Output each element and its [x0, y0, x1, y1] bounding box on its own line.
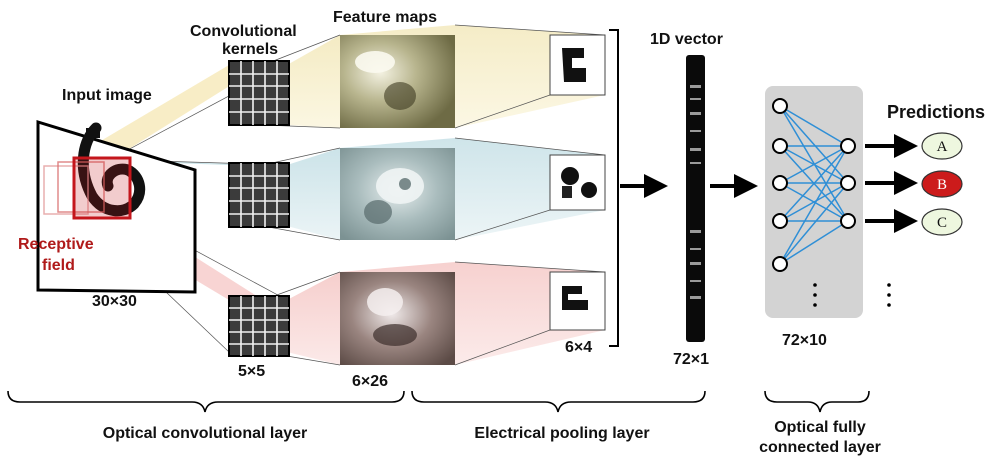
fc-layer — [765, 86, 891, 318]
section-electrical-pool: Electrical pooling layer — [474, 425, 649, 442]
receptive-field — [72, 156, 132, 220]
vector-1d — [686, 55, 705, 342]
fc-input-node — [772, 213, 788, 229]
prediction-c-label: C — [937, 215, 947, 231]
pooling-bracket — [609, 29, 619, 347]
feature-maps-title: Feature maps — [333, 9, 437, 26]
input-image: Receptive field — [18, 119, 197, 294]
receptive-field-ghost-2 — [57, 161, 105, 213]
fc-output-nodes — [840, 138, 856, 229]
section-braces — [7, 390, 870, 413]
prediction-a-label: A — [937, 139, 948, 155]
fc-input-node — [772, 98, 788, 114]
conv-kernels-title-2: kernels — [222, 41, 278, 58]
feature-map-1 — [340, 35, 455, 128]
input-glyph — [77, 122, 146, 217]
fc-input-node — [772, 256, 788, 272]
prediction-a-oval — [921, 132, 963, 160]
pooled-map-3 — [549, 271, 606, 331]
fc-output-node — [840, 175, 856, 191]
dim-kernel: 5×5 — [238, 363, 265, 380]
dim-feature-map: 6×26 — [352, 373, 388, 390]
feature-map-3 — [340, 272, 455, 365]
fc-ellipsis-dots — [813, 283, 891, 307]
feature-maps — [340, 35, 455, 365]
output-arrows — [865, 134, 918, 233]
beam-yellow-input — [82, 65, 263, 152]
vector-title: 1D vector — [650, 31, 723, 48]
section-optical-fc-1: Optical fully — [774, 419, 866, 436]
kernel-2 — [228, 162, 290, 228]
dim-input: 30×30 — [92, 293, 137, 310]
pooled-map-2 — [549, 154, 606, 211]
fc-input-node — [772, 175, 788, 191]
kernel-3 — [228, 295, 290, 357]
dim-pooled: 6×4 — [565, 339, 592, 356]
pooled-map-1 — [549, 34, 606, 96]
receptive-field-ghost-1 — [43, 165, 89, 215]
fc-input-nodes — [772, 98, 788, 272]
fc-output-node — [840, 138, 856, 154]
brace-optical-conv — [7, 390, 405, 413]
brace-electrical-pool — [411, 390, 706, 413]
dim-fc: 72×10 — [782, 332, 827, 349]
predictions-title: Predictions — [887, 102, 985, 122]
section-optical-conv: Optical convolutional layer — [103, 425, 308, 442]
pooled-maps — [549, 34, 606, 331]
receptive-label-2: field — [42, 257, 75, 274]
input-image-title: Input image — [62, 87, 152, 104]
receptive-label-1: Receptive — [18, 236, 94, 253]
fc-connections — [779, 105, 849, 265]
section-optical-fc-2: connected layer — [759, 439, 881, 456]
dim-vector: 72×1 — [673, 351, 709, 368]
prediction-b-oval — [921, 170, 963, 198]
kernel-1 — [228, 60, 290, 126]
conv-kernels-title-1: Convolutional — [190, 23, 297, 40]
prediction-b-label: B — [937, 177, 947, 193]
kernels — [228, 60, 290, 357]
feature-map-2 — [340, 148, 455, 240]
brace-optical-fc — [764, 390, 870, 413]
fc-input-node — [772, 138, 788, 154]
fc-output-node — [840, 213, 856, 229]
predictions: A B C — [921, 132, 963, 236]
prediction-c-oval — [921, 208, 963, 236]
